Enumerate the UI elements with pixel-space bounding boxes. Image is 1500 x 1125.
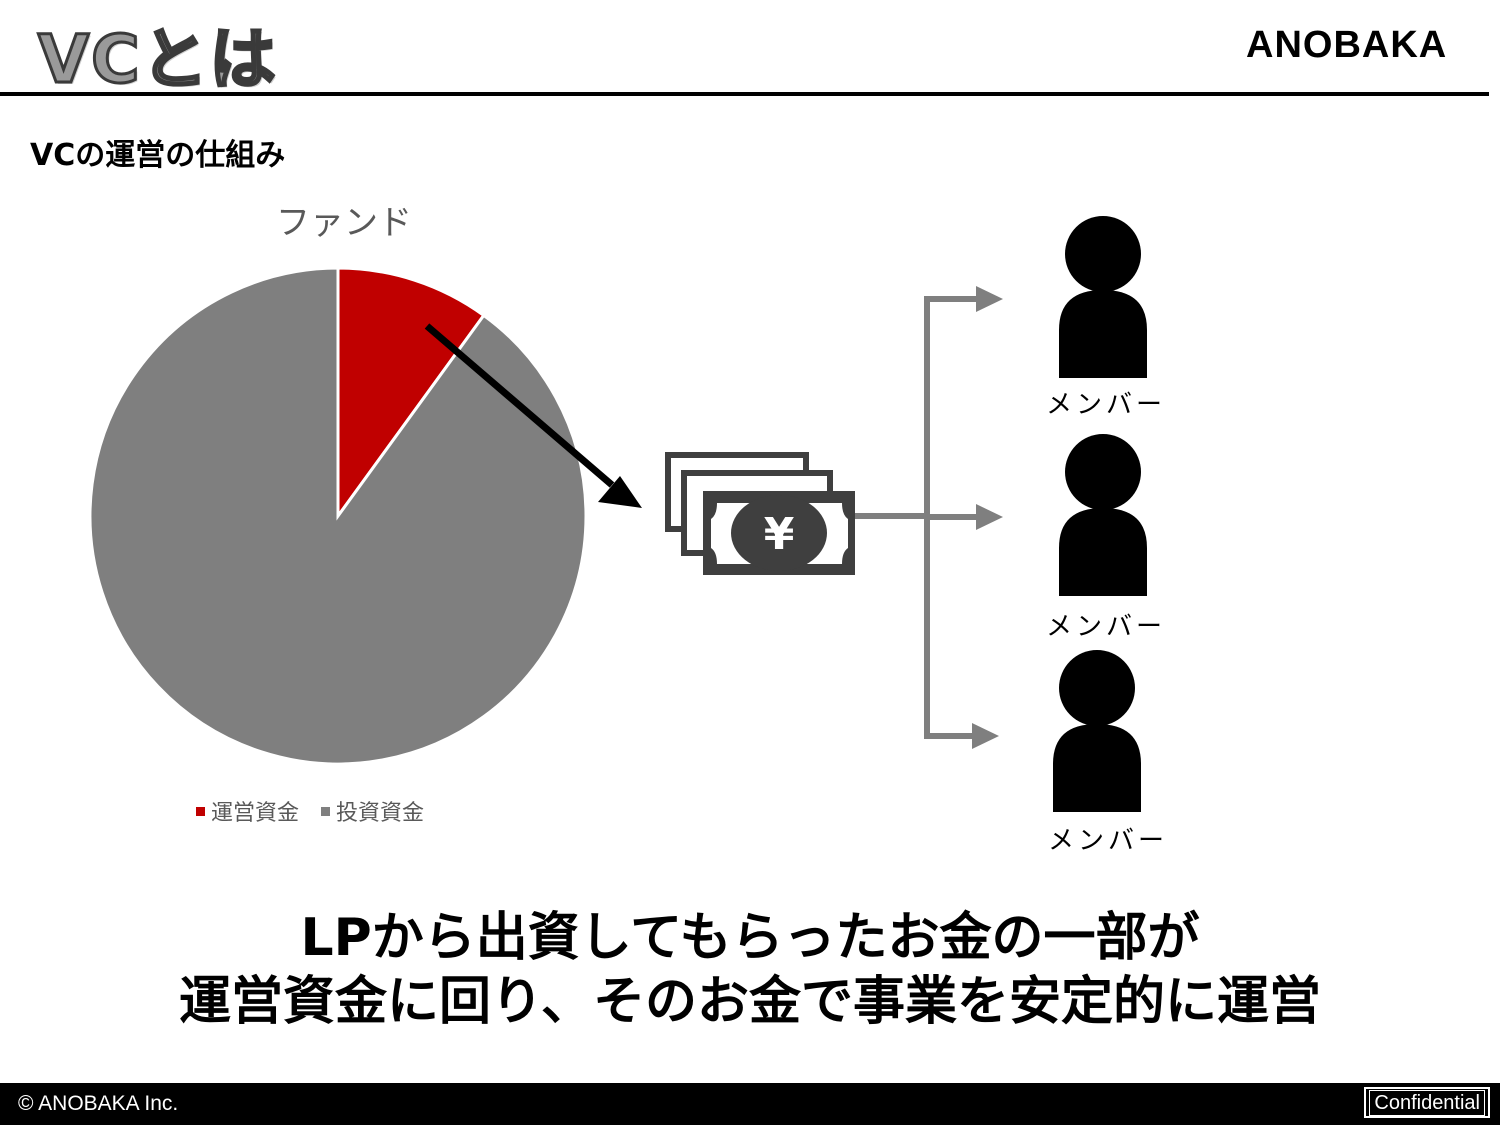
pie-slice-operating	[336, 266, 486, 521]
yen-symbol: ¥	[764, 509, 795, 560]
header-divider	[0, 92, 1489, 96]
member-label: メンバー	[1048, 826, 1169, 856]
member-person-icon	[1059, 434, 1147, 596]
legend-item-operating: 運営資金	[196, 795, 299, 827]
member-person-icon	[1053, 650, 1141, 812]
legend-item-investment: 投資資金	[321, 795, 424, 827]
legend-swatch-operating	[196, 806, 205, 816]
confidential-badge: Confidential	[1364, 1087, 1490, 1118]
pie-to-money-arrow	[424, 323, 642, 508]
member-label: メンバー	[1046, 390, 1167, 420]
member-label: メンバー	[1046, 612, 1167, 642]
pie-slice-investment	[88, 266, 588, 766]
arrow-heads	[972, 286, 1003, 749]
chart-legend: 運営資金 投資資金	[196, 795, 424, 827]
confidential-label: Confidential	[1369, 1089, 1485, 1116]
legend-swatch-investment	[321, 806, 331, 816]
flow-diagram: ¥	[424, 216, 1147, 812]
legend-label-operating: 運営資金	[211, 801, 300, 826]
slide-title: VCとは	[37, 20, 278, 100]
member-person-icon	[1059, 216, 1147, 378]
distribution-arrows	[855, 296, 979, 739]
summary-line-1: LPから出資してもらったお金の一部が	[300, 908, 1200, 968]
legend-label-investment: 投資資金	[336, 801, 425, 826]
summary-text: LPから出資してもらったお金の一部が 運営資金に回り、そのお金で事業を安定的に運…	[0, 906, 1500, 1034]
footer-bar: © ANOBAKA Inc. Confidential	[0, 1083, 1500, 1125]
brand-logo: ANOBAKA	[1246, 24, 1448, 66]
summary-line-2: 運営資金に回り、そのお金で事業を安定的に運営	[179, 972, 1321, 1032]
fund-pie-chart	[88, 266, 588, 766]
chart-title: ファンド	[276, 203, 412, 243]
section-title: VCの運営の仕組み	[30, 138, 286, 173]
yen-banknotes-icon: ¥	[665, 452, 855, 575]
copyright-text: © ANOBAKA Inc.	[18, 1092, 179, 1115]
